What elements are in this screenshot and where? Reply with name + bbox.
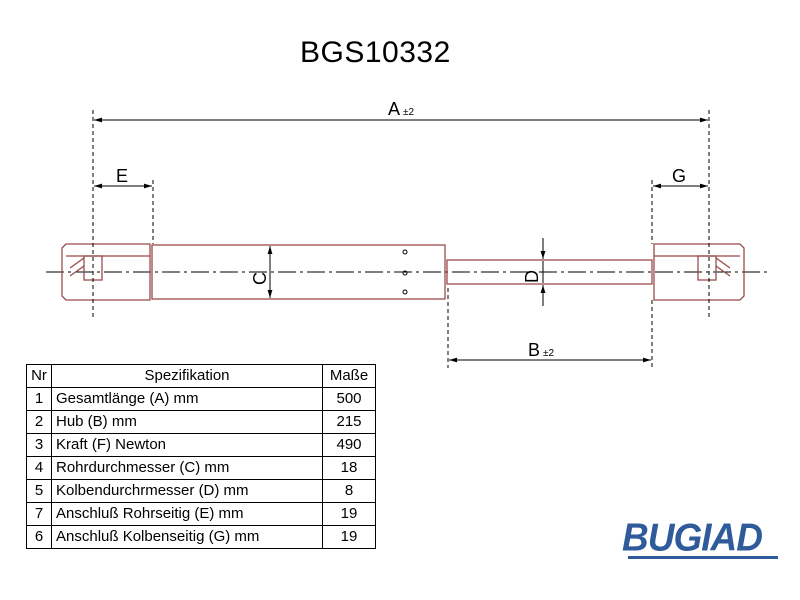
tube-marks-icon: [402, 249, 408, 295]
row-nr: 5: [26, 479, 52, 503]
row-value: 19: [322, 525, 376, 549]
row-value: 215: [322, 410, 376, 434]
row-nr: 6: [26, 525, 52, 549]
table-row: 6 Anschluß Kolbenseitig (G) mm 19: [26, 525, 376, 549]
row-nr: 2: [26, 410, 52, 434]
table-row: 2 Hub (B) mm 215: [26, 410, 376, 434]
extension-lines: [92, 110, 710, 368]
bugiad-logo: BUGIAD: [622, 515, 763, 559]
row-value: 8: [322, 479, 376, 503]
dimension-c-label: C: [250, 272, 270, 285]
row-nr: 7: [26, 502, 52, 526]
row-value: 18: [322, 456, 376, 480]
dimension-b-tolerance: ±2: [543, 348, 554, 359]
dimension-g-label: G: [672, 166, 686, 186]
table-row: 3 Kraft (F) Newton 490: [26, 433, 376, 457]
row-spec: Kolbendurchrmesser (D) mm: [51, 479, 323, 503]
row-nr: 4: [26, 456, 52, 480]
table-header-row: Nr Spezifikation Maße: [26, 364, 376, 388]
dimension-a-label: A: [388, 99, 400, 119]
row-value: 490: [322, 433, 376, 457]
row-spec: Kraft (F) Newton: [51, 433, 323, 457]
row-value: 500: [322, 387, 376, 411]
part-number-title: BGS10332: [300, 36, 451, 69]
table-row: 4 Rohrdurchmesser (C) mm 18: [26, 456, 376, 480]
header-nr: Nr: [26, 364, 52, 388]
table-row: 5 Kolbendurchrmesser (D) mm 8: [26, 479, 376, 503]
specification-table: Nr Spezifikation Maße 1 Gesamtlänge (A) …: [26, 364, 376, 549]
row-nr: 1: [26, 387, 52, 411]
dimension-e-label: E: [116, 166, 128, 186]
right-end-fitting: [653, 243, 745, 301]
row-spec: Gesamtlänge (A) mm: [51, 387, 323, 411]
row-spec: Anschluß Kolbenseitig (G) mm: [51, 525, 323, 549]
left-end-fitting: [61, 243, 151, 301]
table-row: 1 Gesamtlänge (A) mm 500: [26, 387, 376, 411]
table-row: 7 Anschluß Rohrseitig (E) mm 19: [26, 502, 376, 526]
logo-underline: [628, 556, 778, 559]
cylinder-tube: [151, 244, 446, 300]
row-spec: Anschluß Rohrseitig (E) mm: [51, 502, 323, 526]
dimension-b-label: B: [528, 340, 540, 360]
row-spec: Rohrdurchmesser (C) mm: [51, 456, 323, 480]
dimension-d-label: D: [522, 270, 542, 283]
header-masse: Maße: [322, 364, 376, 388]
row-nr: 3: [26, 433, 52, 457]
dimension-a-tolerance: ±2: [403, 107, 414, 118]
piston-rod: [446, 259, 653, 285]
header-spezifikation: Spezifikation: [51, 364, 323, 388]
row-spec: Hub (B) mm: [51, 410, 323, 434]
row-value: 19: [322, 502, 376, 526]
